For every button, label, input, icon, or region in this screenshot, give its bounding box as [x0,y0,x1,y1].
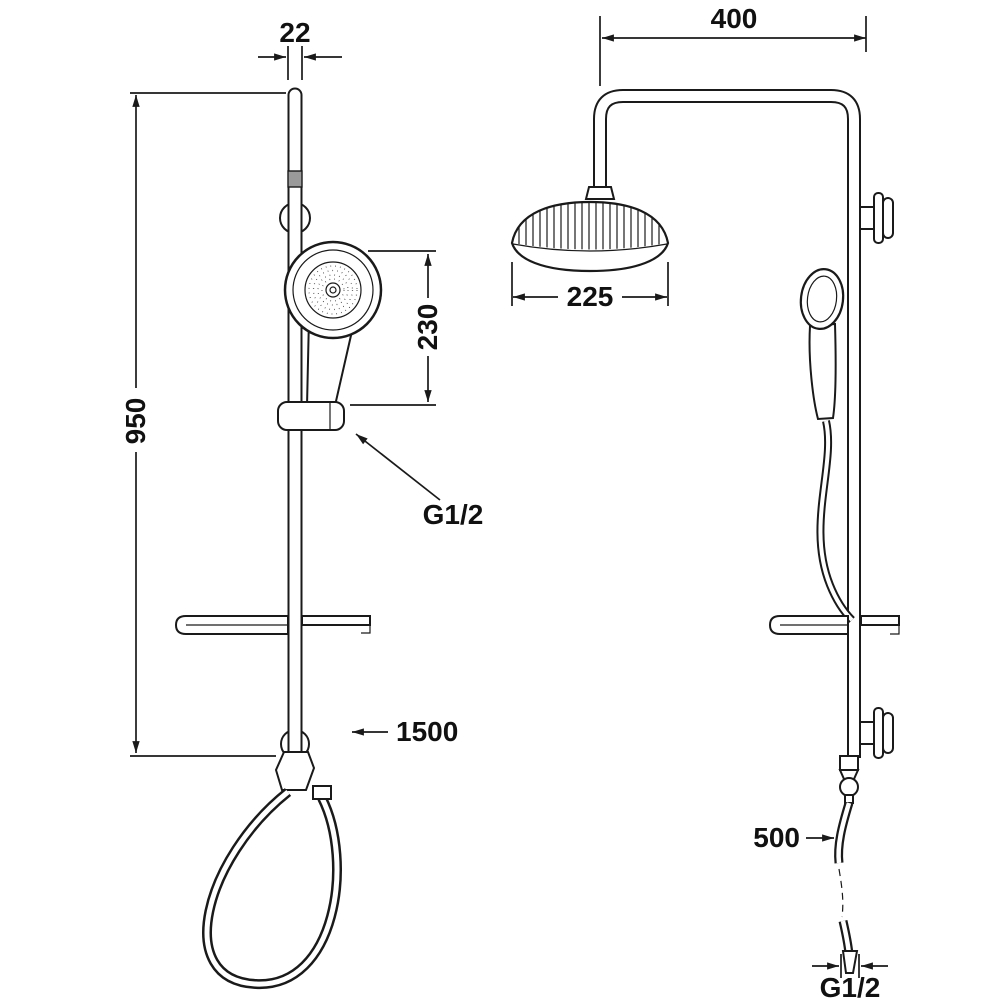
spray-dots-1 [308,265,358,315]
handset-holder [277,401,345,431]
dim-rail-height: 950 [120,92,286,757]
head-rim-line [512,243,668,252]
dim-g12-extension-lines [840,954,860,978]
handset-head-side [283,240,383,340]
handset-handle-front [808,322,837,421]
head-center-ring [325,282,341,298]
spray-dots-4 [321,278,345,302]
dim-230-value: 230 [412,304,443,351]
dim-g12-bottom-label: G1/2 [820,972,881,1000]
dim-outlet-hose: 500 [753,822,834,853]
dim-arm-reach: 400 [599,3,867,86]
dim-225-extension-lines [511,262,669,306]
diverter-knob [839,777,859,797]
thread-callout-label: G1/2 [423,499,484,530]
handset-hose-front-inner [818,420,854,622]
diverter-body [839,755,859,771]
head-dome-hatching [518,202,660,250]
diverter-neck [844,794,854,804]
shelf-hook-front [890,616,900,635]
shower-hose-outer [202,788,342,990]
shelf-side [174,615,371,635]
dim-400-value: 400 [711,3,758,34]
diverter-assembly [838,755,860,804]
dim-950-extension-lines [130,92,286,757]
shelf-stub-side [301,615,371,626]
wall-bracket-upper [860,192,894,244]
hose-dashed-continuation [838,868,844,918]
dim-950-value: 950 [120,398,151,445]
handset-front [799,268,845,421]
riser-pipe-arm-outer [593,89,861,758]
head-face-ring [304,261,362,319]
dim-400-extension-lines [599,16,867,86]
head-mid-ring [292,249,374,331]
hose-length-callout: 1500 [352,716,458,747]
head-center-dot [329,286,337,294]
spray-dots-2 [312,269,354,311]
outlet-hose-inner [836,802,852,864]
dim-head-width: 225 [511,262,669,312]
shower-hose-inner [204,790,340,987]
overhead-shower-head [510,200,670,273]
riser-pipe-arm-inner [595,91,859,758]
dim-22-extension-lines [287,46,303,80]
head-connector-nut [584,186,616,200]
dim-22-value: 22 [279,17,310,48]
shelf-front [768,615,900,635]
dim-1500-value: 1500 [396,716,458,747]
head-outer-ring [283,240,383,340]
dim-500-value: 500 [753,822,800,853]
rail-band [287,170,303,188]
hose-end-fitting [312,785,332,800]
thread-callout-side: G1/2 [355,433,484,530]
dim-230-extension-lines [350,250,436,406]
dim-225-value: 225 [567,281,614,312]
side-view: 22 950 [120,17,484,990]
outlet-connector-cone [841,950,859,974]
handset-face-front [806,275,838,323]
shelf-hook-side [361,616,371,634]
dim-thread-bottom: G1/2 [812,954,888,1000]
wall-bracket-lower [860,707,894,759]
thread-callout-arrow [355,433,441,501]
outlet-elbow [274,751,316,791]
dim-rail-width: 22 [258,17,342,80]
dim-handset-length: 230 [350,250,443,406]
shelf-stub-front [860,615,900,626]
front-view: 400 225 [510,3,900,1000]
spray-dots-3 [317,274,349,306]
